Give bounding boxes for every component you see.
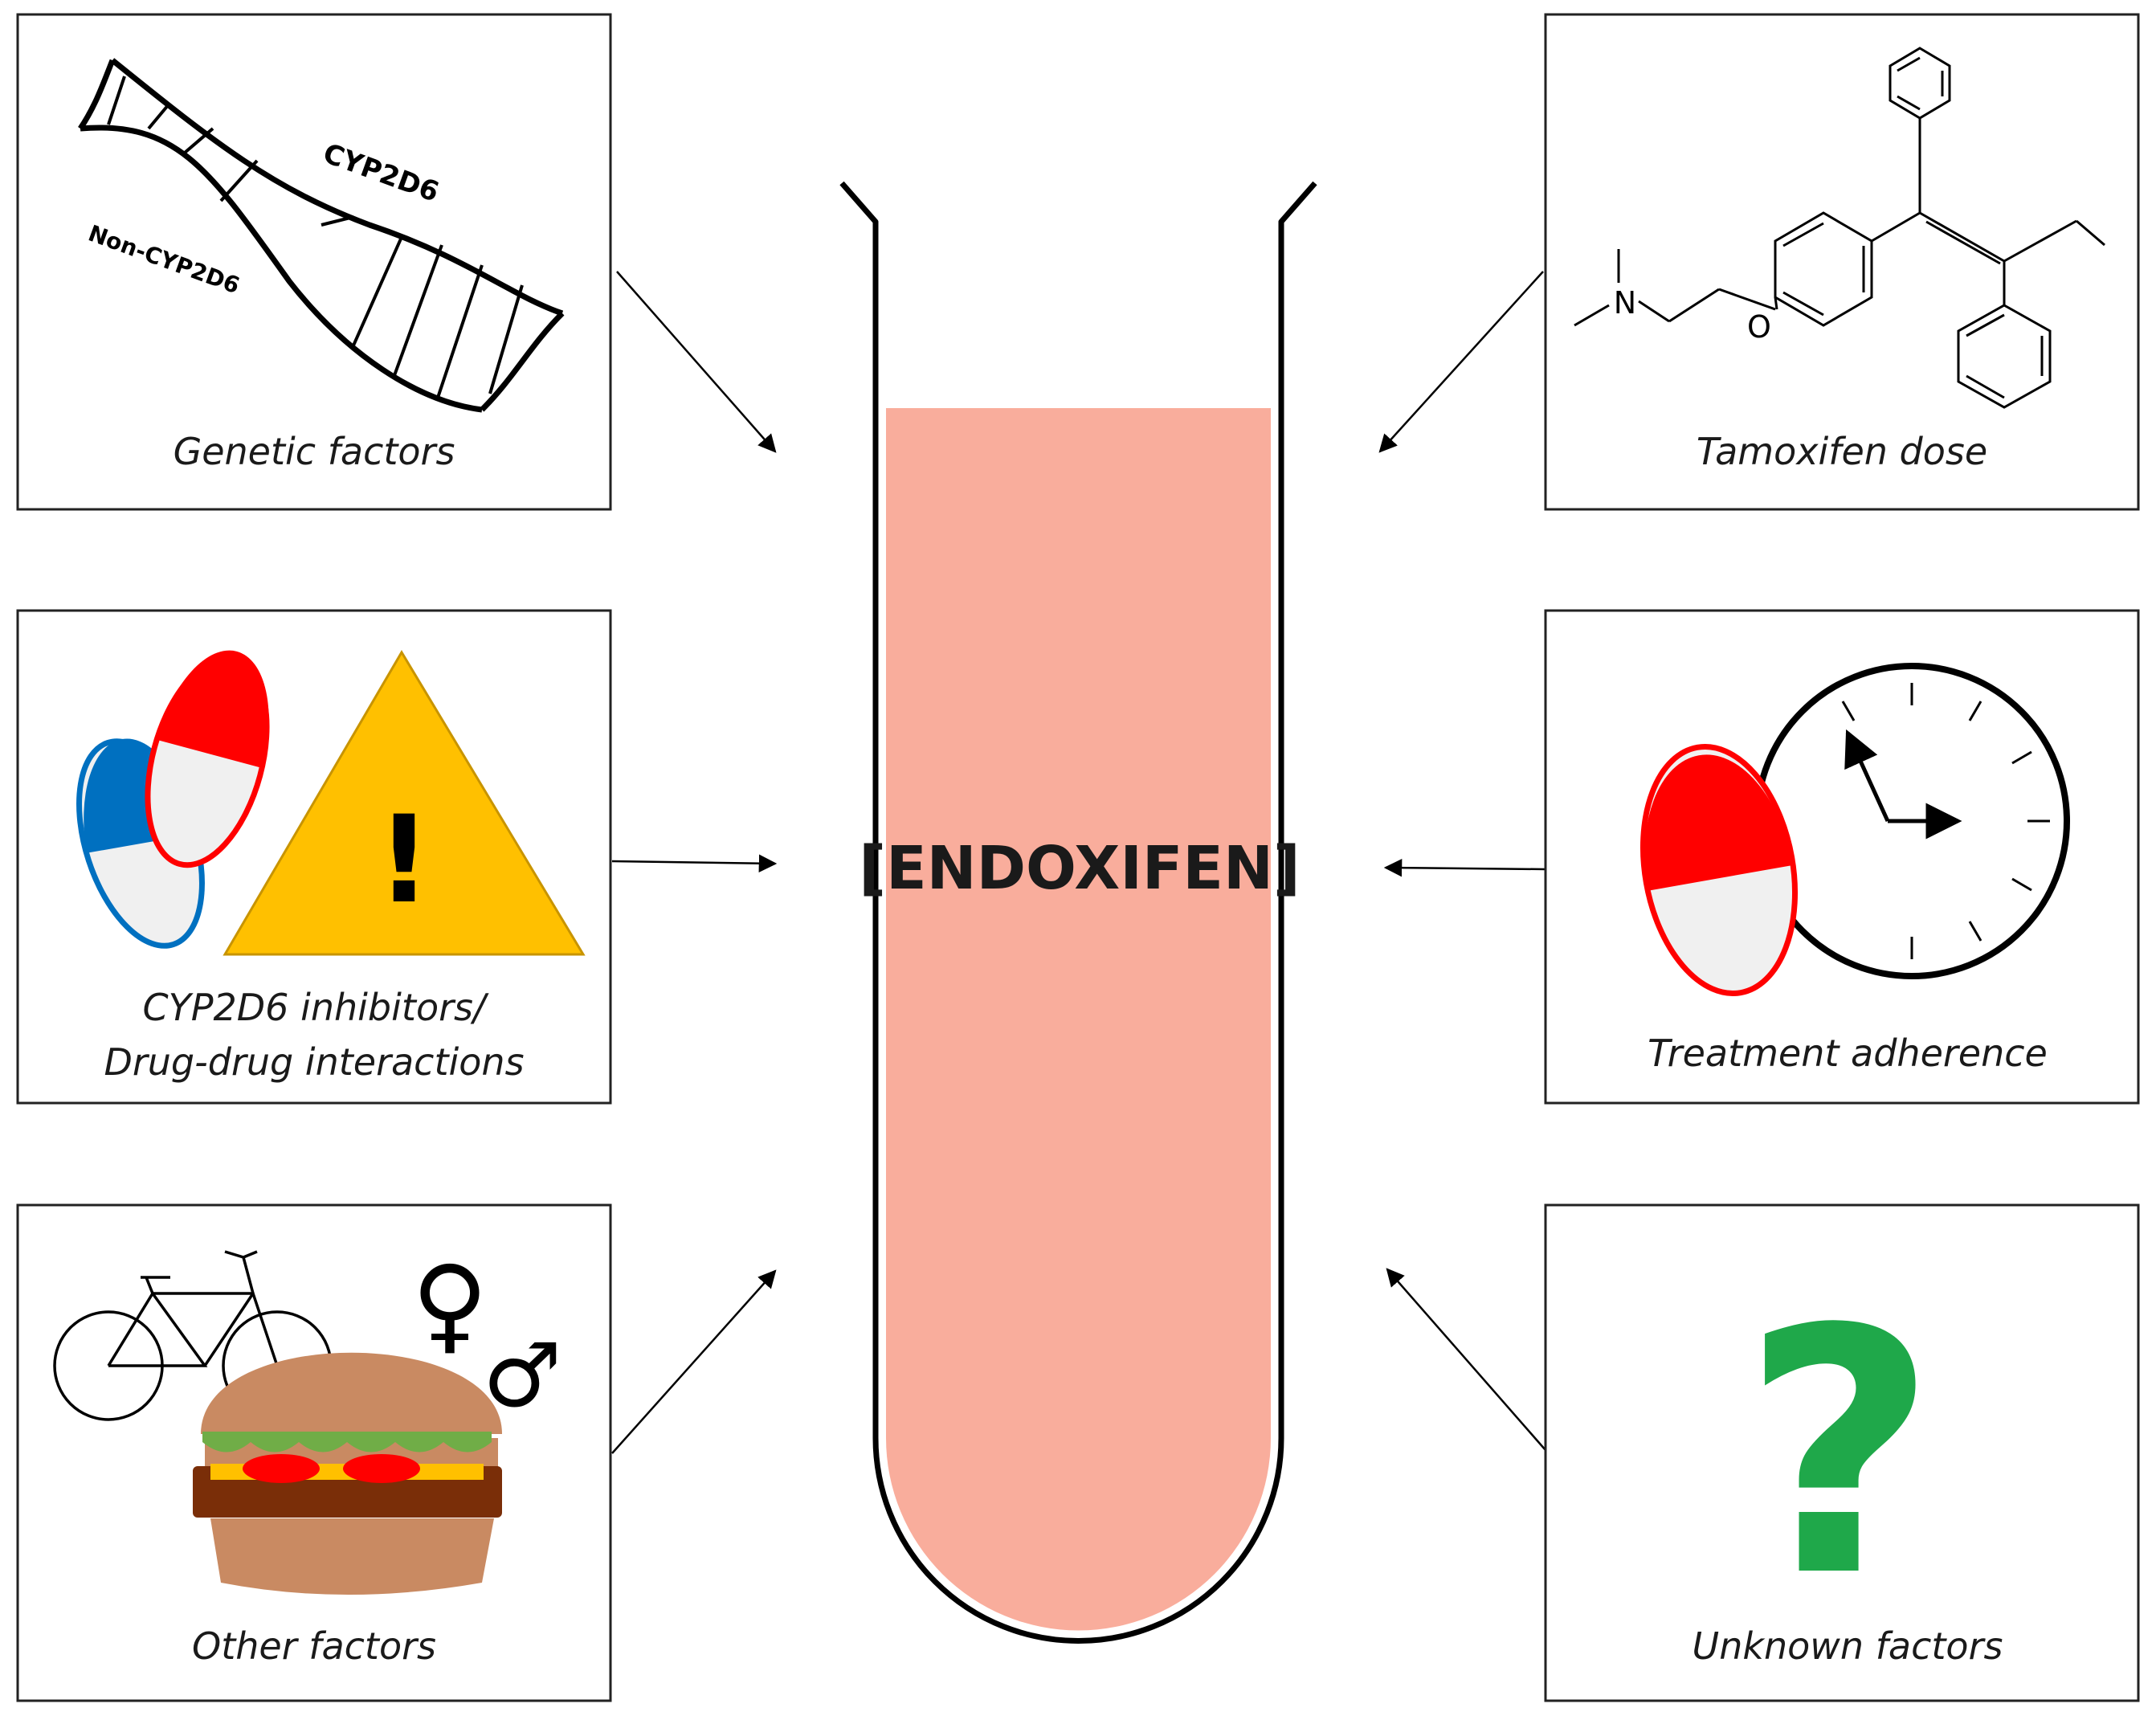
arrow-inhibitors — [611, 854, 778, 872]
caption-treatment-adherence: Treatment adherence — [1648, 1032, 2048, 1075]
red-pill-icon — [145, 650, 270, 868]
panel-tamoxifen-dose: N O Tamoxifen dose — [1544, 13, 2140, 511]
caption-inhibitors-line2: Drug-drug interactions — [104, 1040, 524, 1084]
caption-genetic-factors: Genetic factors — [174, 430, 455, 473]
caption-unknown-factors: Unknown factors — [1693, 1624, 2003, 1668]
arrow-unknown — [1386, 1268, 1546, 1451]
test-tube: [ENDOXIFEN] — [839, 181, 1317, 1644]
arrow-other — [611, 1269, 777, 1454]
clock-icon — [1754, 663, 2070, 979]
atom-n: N — [1614, 285, 1636, 321]
panel-frame — [1544, 13, 2140, 511]
panel-other-factors: ♀ ♂ Other factors — [16, 1203, 612, 1702]
tube-liquid — [886, 408, 1271, 1631]
arrow-adherence — [1383, 858, 1546, 877]
dna-icon — [78, 58, 565, 413]
endoxifen-label: [ENDOXIFEN] — [859, 834, 1300, 903]
atom-o: O — [1747, 309, 1771, 345]
tamoxifen-structure-icon — [1574, 47, 2105, 409]
influence-arrows — [611, 271, 1546, 1454]
arrow-genetic — [616, 271, 777, 453]
tube-outline — [839, 181, 1317, 1644]
burger-icon — [193, 1352, 502, 1595]
panel-treatment-adherence: Treatment adherence — [1544, 609, 2140, 1105]
panel-unknown-factors: ? Unknown factors — [1544, 1203, 2140, 1702]
panel-genetic-factors: CYP2D6 Non-CYP2D6 Genetic factors — [16, 13, 612, 511]
warning-triangle-icon: ! — [223, 650, 586, 956]
caption-other-factors: Other factors — [192, 1624, 436, 1668]
question-mark-icon: ? — [1742, 1258, 1938, 1651]
caption-tamoxifen-dose: Tamoxifen dose — [1697, 430, 1987, 473]
panel-frame — [1544, 1203, 2140, 1702]
bicycle-icon — [53, 1250, 333, 1421]
caption-inhibitors-line1: CYP2D6 inhibitors/ — [143, 986, 489, 1029]
warning-exclamation: ! — [377, 791, 431, 930]
arrow-dose — [1378, 271, 1544, 453]
panel-cyp2d6-inhibitors: ! CYP2D6 inhibitors/ Drug-drug interacti… — [16, 609, 612, 1105]
red-pill-icon — [1639, 744, 1799, 996]
female-symbol: ♀ — [411, 1243, 488, 1365]
